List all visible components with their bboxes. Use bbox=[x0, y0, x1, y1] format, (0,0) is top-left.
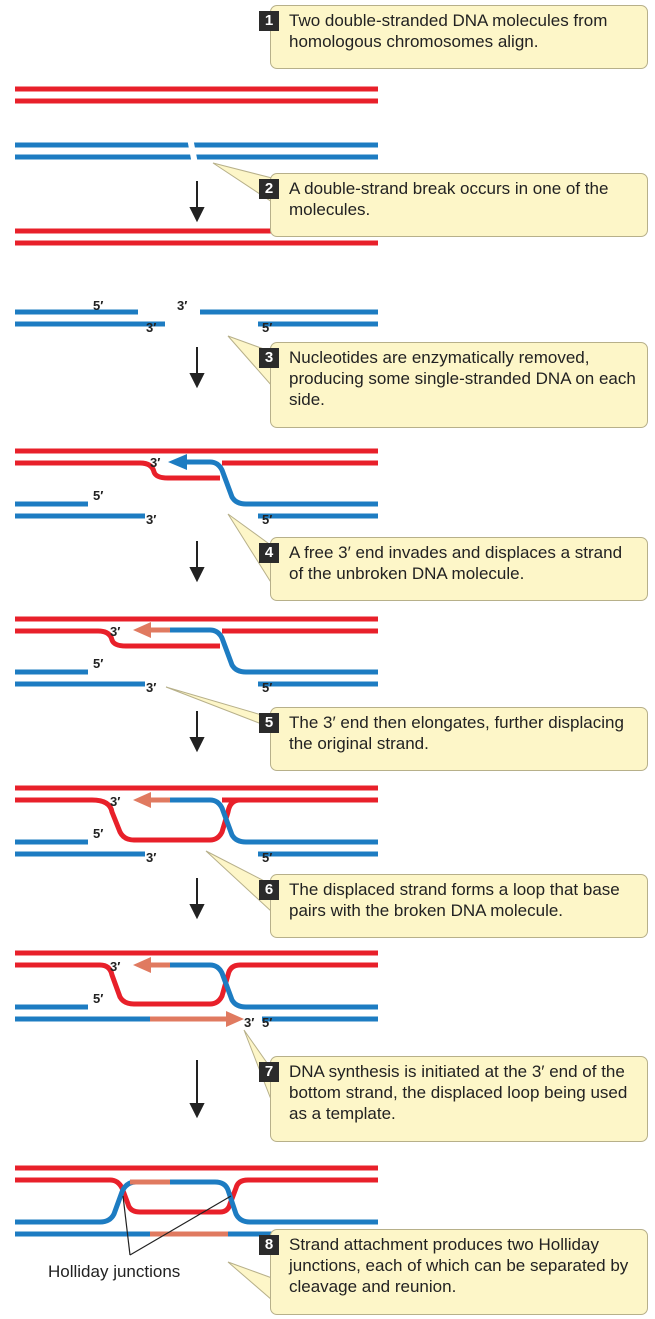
step-6-callout: 6 The displaced strand forms a loop that… bbox=[259, 874, 648, 938]
label-3prime: 3′ bbox=[146, 850, 156, 865]
label-5prime: 5′ bbox=[262, 320, 272, 335]
step-number: 6 bbox=[259, 880, 279, 900]
holliday-pointers bbox=[122, 1195, 232, 1256]
callout-pointers bbox=[165, 162, 273, 1302]
label-3prime: 3′ bbox=[177, 298, 187, 313]
step-arrows bbox=[189, 181, 205, 1119]
label-3prime: 3′ bbox=[146, 320, 156, 335]
step-number: 1 bbox=[259, 11, 279, 31]
label-3prime: 3′ bbox=[150, 455, 160, 470]
step-text: Two double-stranded DNA molecules from h… bbox=[289, 11, 608, 51]
label-5prime: 5′ bbox=[93, 991, 103, 1006]
label-3prime: 3′ bbox=[244, 1015, 254, 1030]
step-1-callout: 1 Two double-stranded DNA molecules from… bbox=[259, 5, 648, 69]
label-5prime: 5′ bbox=[262, 1015, 272, 1030]
step-7-dna bbox=[15, 1165, 378, 1237]
label-5prime: 5′ bbox=[93, 298, 103, 313]
step-2-callout: 2 A double-strand break occurs in one of… bbox=[259, 173, 648, 237]
strand-labels: 5′ 3′ 3′ 5′ 3′ 5′ 3′ 5′ 3′ 5′ 3′ 5′ 3′ 5… bbox=[93, 298, 272, 1030]
label-5prime: 5′ bbox=[262, 512, 272, 527]
label-5prime: 5′ bbox=[262, 850, 272, 865]
step-4-callout: 4 A free 3′ end invades and displaces a … bbox=[259, 537, 648, 601]
step-text: Nucleotides are enzymatically removed, p… bbox=[289, 348, 636, 409]
label-5prime: 5′ bbox=[93, 826, 103, 841]
step-4-dna bbox=[15, 616, 378, 687]
step-text: Strand attachment produces two Holliday … bbox=[289, 1235, 629, 1296]
step-5-dna bbox=[15, 785, 378, 857]
label-5prime: 5′ bbox=[93, 656, 103, 671]
step-number: 3 bbox=[259, 348, 279, 368]
label-3prime: 3′ bbox=[110, 624, 120, 639]
holliday-junctions-label: Holliday junctions bbox=[48, 1262, 181, 1281]
step-3-dna bbox=[15, 448, 378, 519]
label-3prime: 3′ bbox=[110, 794, 120, 809]
step-text: A free 3′ end invades and displaces a st… bbox=[289, 543, 623, 583]
step-number: 4 bbox=[259, 543, 279, 563]
label-3prime: 3′ bbox=[146, 512, 156, 527]
step-text: A double-strand break occurs in one of t… bbox=[289, 179, 609, 219]
step-number: 2 bbox=[259, 179, 279, 199]
step-6-dna bbox=[15, 950, 378, 1027]
step-5-callout: 5 The 3′ end then elongates, further dis… bbox=[259, 707, 648, 771]
step-text: The 3′ end then elongates, further displ… bbox=[289, 713, 624, 753]
step-text: The displaced strand forms a loop that b… bbox=[289, 880, 620, 920]
label-3prime: 3′ bbox=[110, 959, 120, 974]
step-text: DNA synthesis is initiated at the 3′ end… bbox=[289, 1062, 628, 1123]
step-3-callout: 3 Nucleotides are enzymatically removed,… bbox=[259, 342, 648, 428]
step-1-dna bbox=[15, 86, 378, 165]
step-number: 5 bbox=[259, 713, 279, 733]
step-number: 8 bbox=[259, 1235, 279, 1255]
step-number: 7 bbox=[259, 1062, 279, 1082]
step-2-dna bbox=[15, 228, 378, 327]
step-8-callout: 8 Strand attachment produces two Hollida… bbox=[259, 1229, 648, 1315]
label-5prime: 5′ bbox=[93, 488, 103, 503]
label-3prime: 3′ bbox=[146, 680, 156, 695]
label-5prime: 5′ bbox=[262, 680, 272, 695]
step-7-callout: 7 DNA synthesis is initiated at the 3′ e… bbox=[259, 1056, 648, 1142]
